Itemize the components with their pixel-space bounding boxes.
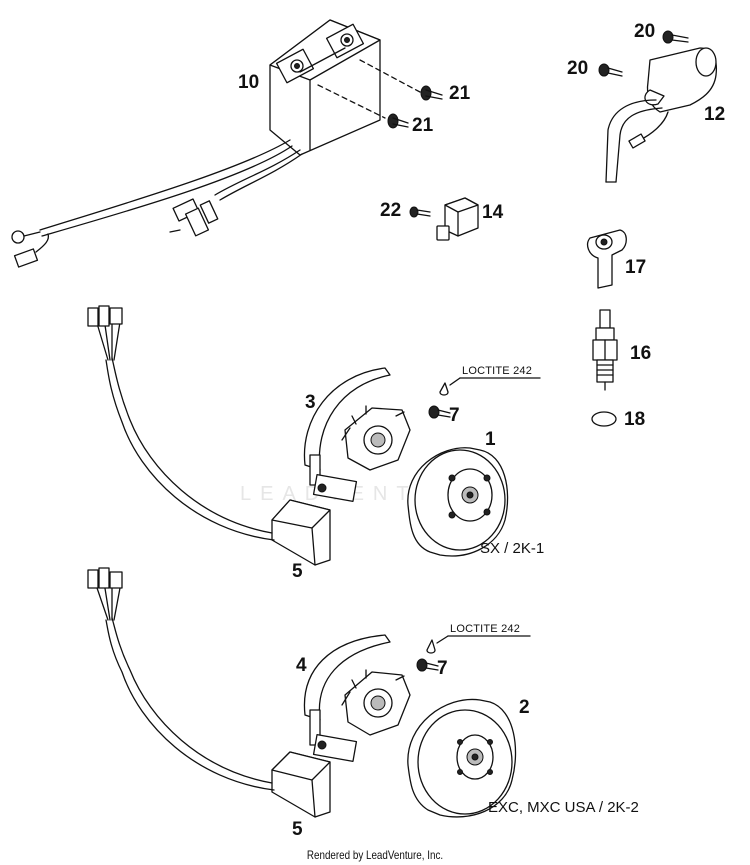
callout-4[interactable]: 4 [296,655,307,676]
stator-4-part[interactable] [303,634,411,762]
pickup-5-bottom-part[interactable] [87,567,331,818]
callout-21-top[interactable]: 21 [449,83,471,104]
loctite-note-top: LOCTITE 242 [462,365,533,377]
screw-22-part[interactable] [409,206,431,218]
callout-2[interactable]: 2 [519,697,530,718]
stator-3-part[interactable] [303,367,411,502]
callout-18[interactable]: 18 [624,409,646,430]
callout-17[interactable]: 17 [625,257,647,278]
callout-10[interactable]: 10 [238,72,260,93]
callout-16[interactable]: 16 [630,343,652,364]
spark-plug-cap-part[interactable] [587,229,627,289]
callout-5-bottom[interactable]: 5 [292,819,303,840]
callout-5-top[interactable]: 5 [292,561,303,582]
callout-20-top[interactable]: 20 [634,21,656,42]
callout-7-bottom[interactable]: 7 [437,658,448,679]
o-ring-part[interactable] [591,411,617,427]
callout-7-top[interactable]: 7 [449,405,460,426]
footer-credit: Rendered by LeadVenture, Inc. [306,848,444,862]
bolt-7-top-part[interactable] [428,405,451,419]
flywheel-1-part[interactable] [407,447,509,557]
variant-label-top: SX / 2K-1 [480,540,545,557]
flywheel-2-part[interactable] [407,698,517,818]
loctite-drop-bottom [426,639,436,654]
loctite-drop-top [439,382,449,396]
callout-12[interactable]: 12 [704,104,726,125]
callout-1[interactable]: 1 [485,429,496,450]
callout-20-left[interactable]: 20 [567,58,589,79]
callout-22[interactable]: 22 [380,200,402,221]
ignition-coil-part[interactable] [605,47,718,183]
bracket-14-part[interactable] [436,197,479,241]
screw-20-part[interactable] [598,30,689,77]
callout-3[interactable]: 3 [305,392,316,413]
callout-14[interactable]: 14 [482,202,504,223]
loctite-note-bottom: LOCTITE 242 [450,623,521,635]
variant-label-bottom: EXC, MXC USA / 2K-2 [488,799,639,816]
cdi-unit-part[interactable] [11,19,381,268]
bolt-21-part[interactable] [387,85,443,129]
callout-21-bottom[interactable]: 21 [412,115,434,136]
bolt-7-bottom-part[interactable] [416,658,439,672]
spark-plug-part[interactable] [592,309,618,391]
pickup-5-part[interactable] [87,305,331,566]
